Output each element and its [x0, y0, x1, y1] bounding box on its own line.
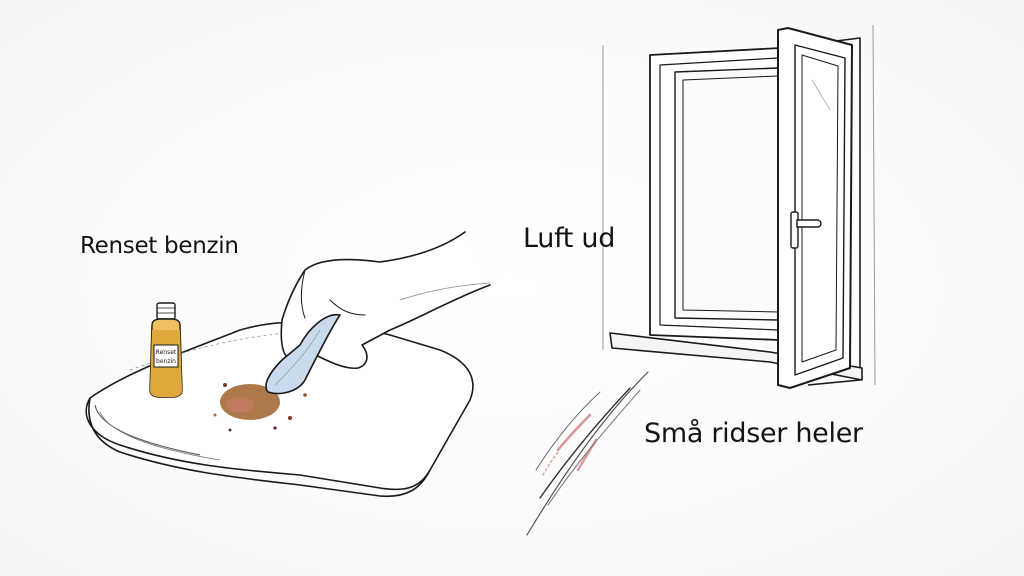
window-handle-icon	[790, 211, 822, 249]
label-renset-benzin: Renset benzin	[80, 233, 239, 259]
scratch-marks-icon	[526, 371, 649, 536]
label-smaa-ridser-heler: Små ridser heler	[644, 418, 863, 449]
svg-text:benzin: benzin	[156, 358, 176, 365]
stain-icon	[213, 383, 307, 432]
hand-with-cloth-icon	[265, 231, 491, 395]
label-luft-ud: Luft ud	[523, 223, 616, 254]
open-window-icon	[602, 24, 876, 389]
benzin-bottle-icon: Renset benzin	[149, 302, 183, 398]
folded-towel-icon	[85, 321, 474, 498]
svg-text:Renset: Renset	[156, 349, 177, 356]
